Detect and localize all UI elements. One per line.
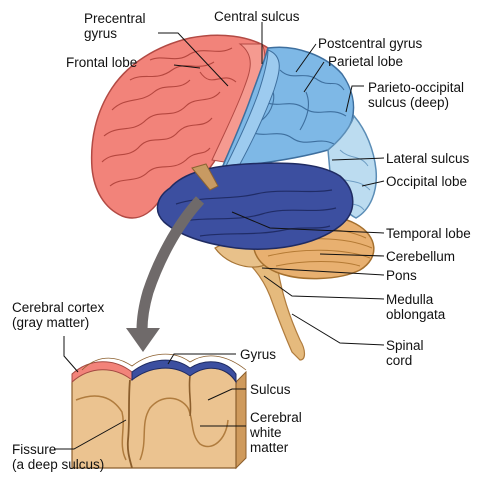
- label-lateral-sulcus: Lateral sulcus: [386, 151, 469, 166]
- label-temporal-lobe: Temporal lobe: [386, 226, 471, 241]
- label-parietal-lobe: Parietal lobe: [328, 54, 403, 69]
- label-frontal-lobe: Frontal lobe: [66, 55, 137, 70]
- label-central-sulcus: Central sulcus: [214, 9, 300, 24]
- label-cerebral-cortex: Cerebral cortex(gray matter): [12, 300, 104, 330]
- label-postcentral-gyrus: Postcentral gyrus: [318, 36, 422, 51]
- label-pons: Pons: [386, 268, 417, 283]
- label-fissure: Fissure(a deep sulcus): [12, 442, 104, 472]
- label-gyrus: Gyrus: [240, 347, 276, 362]
- label-cerebellum: Cerebellum: [386, 249, 455, 264]
- zoom-arrow-head: [126, 328, 160, 352]
- label-sulcus: Sulcus: [250, 382, 291, 397]
- label-occipital-lobe: Occipital lobe: [386, 174, 467, 189]
- temporal-lobe: [157, 163, 352, 249]
